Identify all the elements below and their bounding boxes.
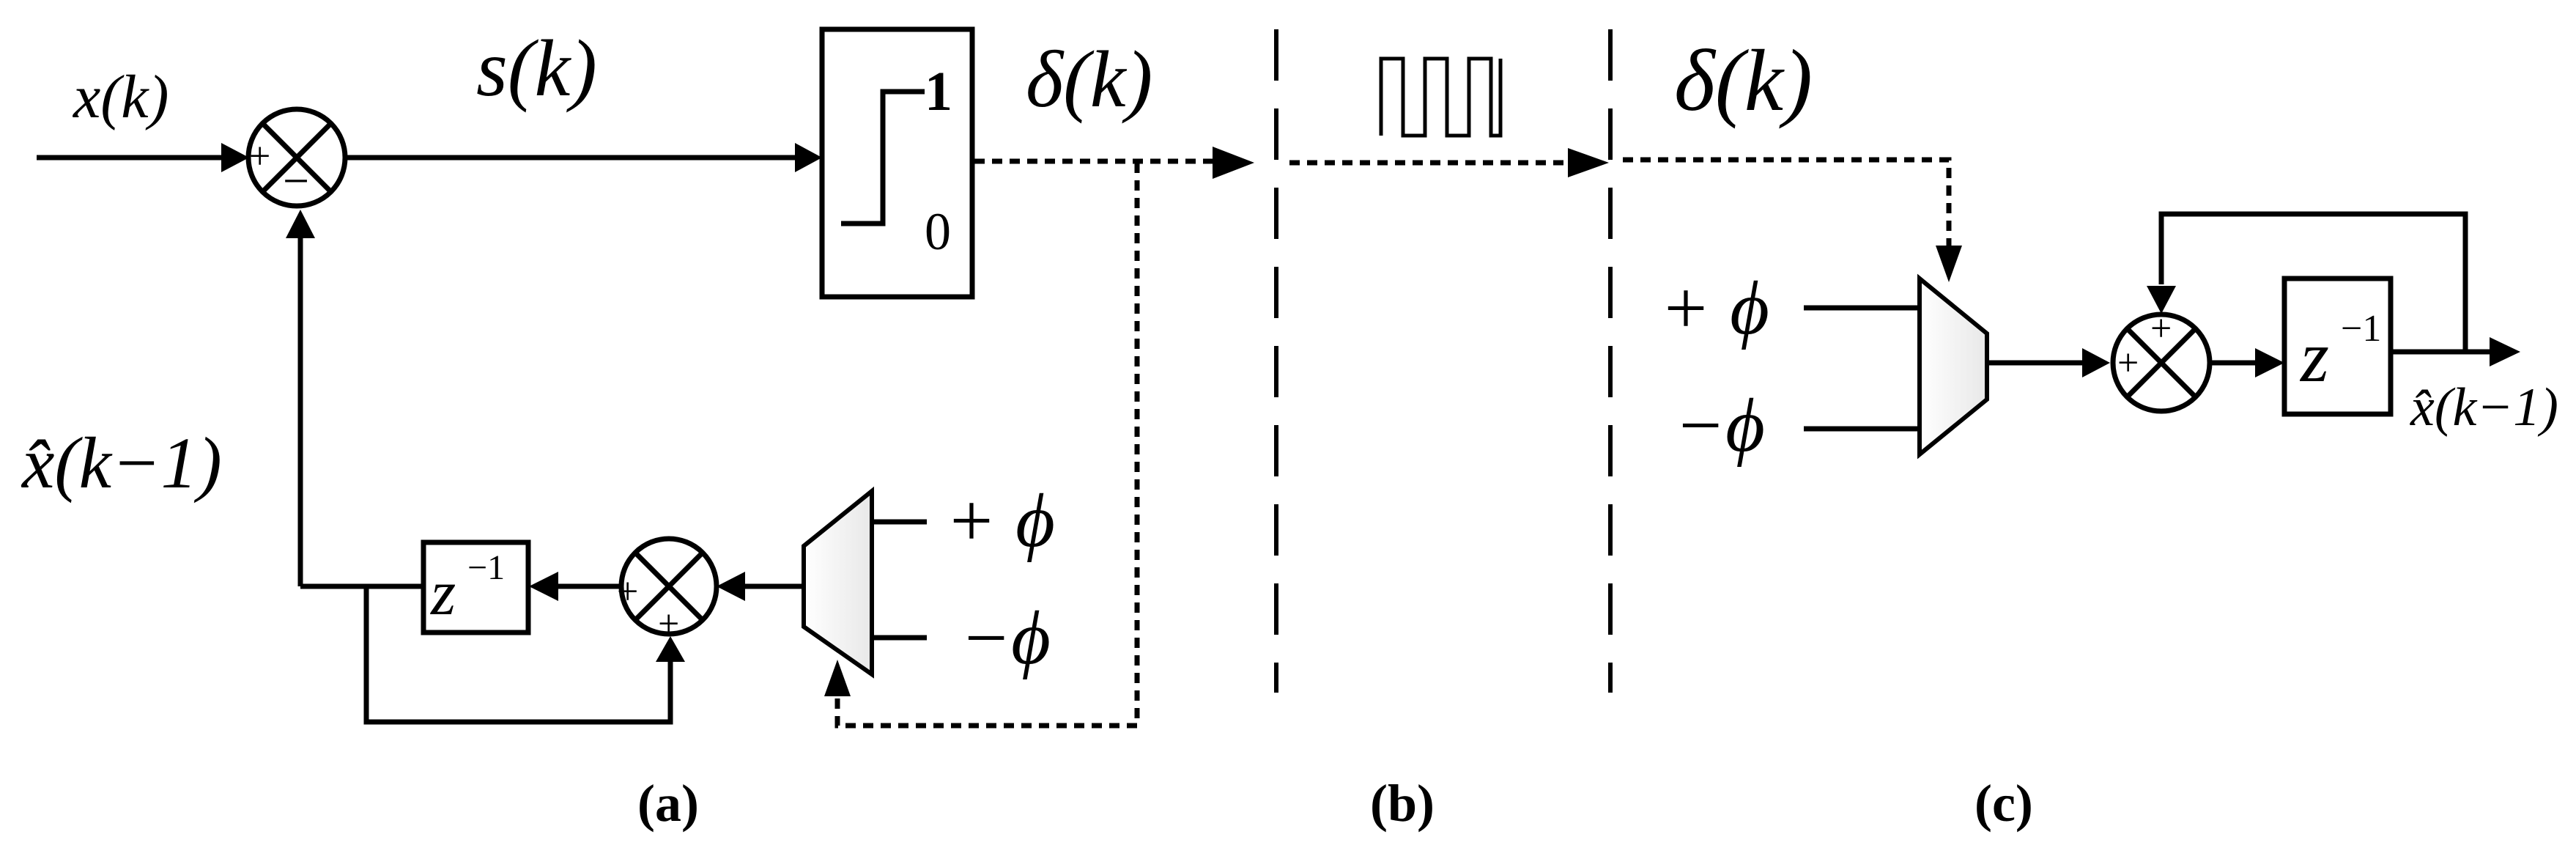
junction-a2-plus-left: + [617,571,638,613]
plus-phi-a-label: + ϕ [945,479,1055,563]
minus-phi-a-label: −ϕ [960,596,1051,680]
input-arrow-icon [221,143,249,172]
quantizer-low-label: 0 [925,202,951,261]
junction-a2-plus-bottom: + [658,603,679,645]
delay-block-a: z −1 [421,539,531,635]
sum-error-label: s(k) [476,23,597,113]
delta-a-arrow-icon [1213,147,1254,179]
panel-caption-a: (a) [637,774,699,833]
input-label: x(k) [72,63,169,131]
junction-to-delay-c-arrow-icon [2255,348,2284,377]
summing-junction-a2: + + [617,536,719,645]
step-function-icon [841,89,925,226]
panel-c: δ(k) + ϕ −ϕ + + z −1 x̂(k [1623,32,2558,468]
mux-c [1917,273,1989,460]
junction-a-plus: + [249,136,270,177]
summing-junction-a: + − [245,106,348,209]
mux-to-junction-a-arrow-icon [717,572,745,601]
delay-a-exp: −1 [467,548,505,587]
mux-c-control-arrow-icon [1936,246,1962,282]
minus-phi-c-label: −ϕ [1674,383,1765,468]
feedback-arrow-icon [286,210,315,238]
delay-block-c: z −1 [2281,276,2394,417]
output-arrow-icon [2490,337,2520,366]
pulse-train-icon [1379,56,1503,138]
panel-b [1274,29,1613,693]
summing-junction-c: + + [2110,308,2213,414]
quantizer-high-label: 1 [925,61,952,122]
delay-c-z: z [2299,316,2329,397]
sk-arrow-icon [795,143,822,172]
loop-a-arrow-icon [656,636,685,662]
mux-a-control-arrow-icon [824,660,851,696]
feedback-a-label: x̂(k−1) [21,422,222,504]
junction-c-plus-top: + [2150,308,2172,350]
delta-b-arrow-icon [1568,148,1609,177]
panel-a: x(k) + − s(k) 1 0 δ(k) x̂(k−1) [21,23,1254,729]
plus-phi-c-label: + ϕ [1659,266,1769,350]
junction-a-minus: − [283,155,309,207]
panel-caption-b: (b) [1370,774,1435,833]
quantizer-block: 1 0 [819,26,975,300]
loop-c-arrow-icon [2147,286,2176,314]
mux-to-junction-c-arrow-icon [2082,348,2110,377]
mux-a [802,486,874,679]
delay-c-exp: −1 [2341,308,2381,350]
panel-caption-c: (c) [1974,774,2033,833]
delay-a-z: z [430,558,456,629]
junction-to-delay-a-arrow-icon [529,572,558,601]
output-c-label: x̂(k−1) [2410,377,2558,438]
delta-c-label: δ(k) [1674,32,1813,129]
junction-c-plus-left: + [2117,342,2139,384]
delta-a-label: δ(k) [1026,34,1152,124]
